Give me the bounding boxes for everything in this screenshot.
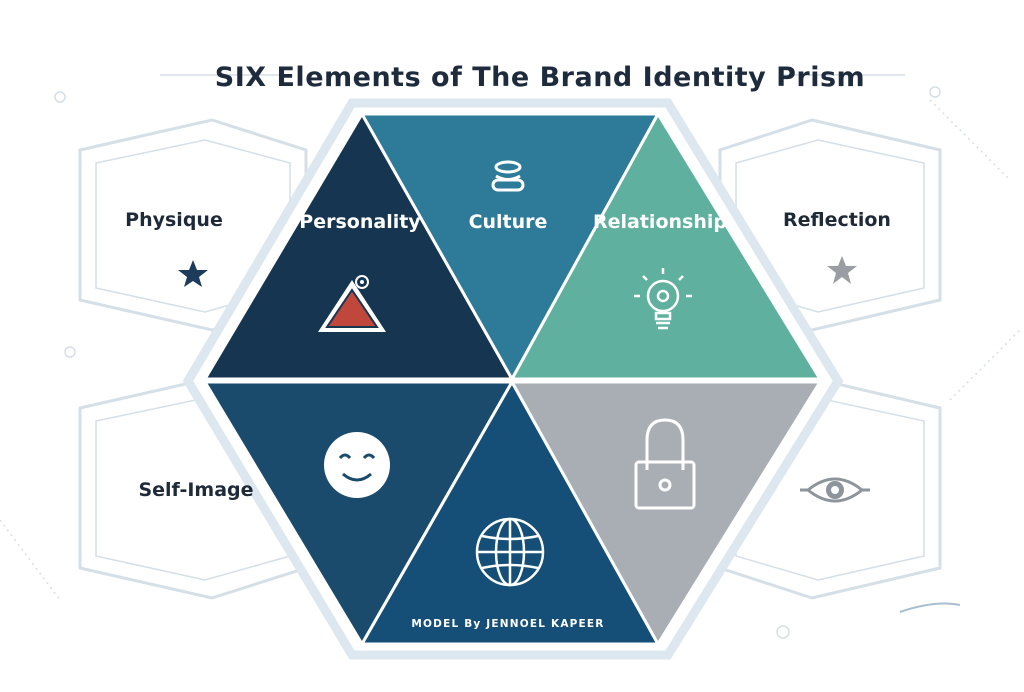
diagram-title: SIX Elements of The Brand Identity Prism [215, 62, 865, 93]
padlock-icon [634, 418, 696, 510]
stacked-coins-icon [491, 160, 525, 192]
label-relationship: Relationship [593, 211, 727, 233]
label-personality: Personality [299, 211, 421, 233]
label-self-image: Self-Image [138, 479, 253, 501]
background-decor [0, 74, 1021, 639]
lightbulb-icon [634, 268, 692, 330]
smiley-face-icon [324, 432, 390, 498]
segment-lower-right [510, 380, 822, 646]
star-icon [178, 260, 208, 287]
hexagon-physique-inner [95, 139, 291, 313]
segment-relationship [510, 112, 822, 381]
label-culture: Culture [469, 211, 548, 233]
warning-triangle-icon [318, 275, 386, 332]
hexagon-physique [78, 118, 308, 332]
globe-icon [475, 517, 545, 587]
star-icon [827, 256, 857, 284]
credit-text: MODEL By JENNOEL KAPEER [411, 618, 604, 630]
prism-segments [203, 112, 822, 646]
label-physique: Physique [125, 209, 223, 231]
label-reflection: Reflection [783, 209, 891, 231]
eye-icon [800, 477, 870, 503]
hexagon-reflection-inner [735, 139, 925, 313]
